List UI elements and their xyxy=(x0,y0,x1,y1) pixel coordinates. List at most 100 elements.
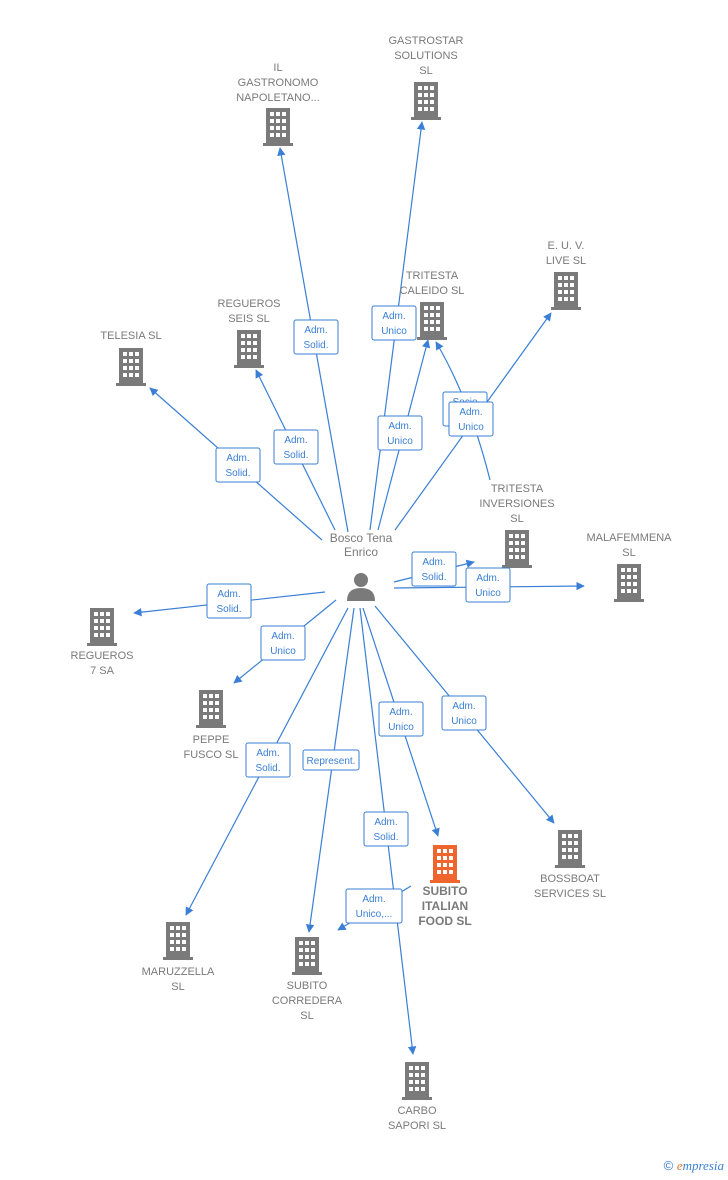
node-euv-live[interactable]: E. U. V. LIVE SL xyxy=(546,240,586,310)
relation-box[interactable] xyxy=(260,625,306,661)
node-carbo-sapori[interactable]: CARBO SAPORI SL xyxy=(388,1062,446,1132)
relation-label-carbo-sapori[interactable]: Adm. Solid. xyxy=(363,811,409,847)
node-label-euv-live: LIVE SL xyxy=(546,255,586,267)
relation-label-regueros-7[interactable]: Adm.Solid. xyxy=(206,583,252,619)
relation-label-il-gastronomo[interactable]: Adm. Solid. xyxy=(293,319,339,355)
node-label-regueros-7: 7 SA xyxy=(90,665,115,677)
relation-label-text: Adm. xyxy=(452,701,475,712)
building-icon xyxy=(263,108,293,146)
node-label-subito-corredera: CORREDERA xyxy=(272,995,343,1007)
relation-label-tritesta-caleido[interactable]: Adm. Unico xyxy=(377,415,423,451)
relation-label-malafemmena[interactable]: Adm.Unico xyxy=(465,567,511,603)
node-label-regueros-seis: SEIS SL xyxy=(228,313,270,325)
relation-label-telesia[interactable]: Adm. Solid. xyxy=(215,447,261,483)
relation-label-text: Solid. xyxy=(225,468,250,479)
building-icon xyxy=(411,82,441,120)
relation-label-text: Adm. xyxy=(284,435,307,446)
relation-label-text: Adm. xyxy=(388,421,411,432)
relation-box[interactable] xyxy=(371,305,417,341)
relation-label-text: Adm. xyxy=(256,748,279,759)
node-label-malafemmena: MALAFEMMENA xyxy=(587,532,673,544)
node-peppe-fusco[interactable]: PEPPE FUSCO SL xyxy=(183,690,239,761)
relation-label-maruzzella[interactable]: Adm. Solid. xyxy=(245,742,291,778)
relation-label-peppe-fusco[interactable]: Adm.Unico xyxy=(260,625,306,661)
relation-label-gastrostar[interactable]: Adm.Unico xyxy=(371,305,417,341)
relation-label-subito-corredera[interactable]: Adm.Unico,... xyxy=(345,888,403,924)
relation-box[interactable] xyxy=(215,447,261,483)
building-icon xyxy=(163,922,193,960)
relation-label-text: Unico xyxy=(475,588,501,599)
relation-label-regueros-seis[interactable]: Adm.Solid. xyxy=(273,429,319,465)
relation-label-text: Adm. xyxy=(226,453,249,464)
node-label-tritesta-inversiones: TRITESTA xyxy=(491,483,544,495)
node-telesia[interactable]: TELESIA SL xyxy=(100,330,162,386)
node-label-tritesta-caleido: TRITESTA xyxy=(406,270,459,282)
relation-label-text: Adm. xyxy=(389,707,412,718)
relation-box[interactable] xyxy=(245,742,291,778)
node-malafemmena[interactable]: MALAFEMMENA SL xyxy=(587,532,673,602)
building-icon xyxy=(234,330,264,368)
relation-box[interactable] xyxy=(345,888,403,924)
relation-box[interactable] xyxy=(448,401,494,437)
node-label-carbo-sapori: SAPORI SL xyxy=(388,1120,446,1132)
node-label-peppe-fusco: PEPPE xyxy=(193,734,230,746)
node-label-gastrostar: SL xyxy=(419,65,432,77)
node-gastrostar[interactable]: GASTROSTAR SOLUTIONS SL xyxy=(389,35,464,120)
relation-box[interactable] xyxy=(273,429,319,465)
building-icon xyxy=(116,348,146,386)
relation-label-tritesta-inversiones[interactable]: Adm.Solid. xyxy=(411,551,457,587)
relation-box[interactable] xyxy=(411,551,457,587)
relation-label-text: Solid. xyxy=(303,340,328,351)
building-icon xyxy=(614,564,644,602)
building-icon xyxy=(555,830,585,868)
node-il-gastronomo[interactable]: ILGASTRONOMONAPOLETANO... xyxy=(236,62,320,146)
building-icon xyxy=(430,845,460,883)
node-label-il-gastronomo: NAPOLETANO... xyxy=(236,92,320,104)
relation-box[interactable] xyxy=(206,583,252,619)
relation-label-text: Unico xyxy=(387,436,413,447)
building-icon xyxy=(551,272,581,310)
node-label-gastrostar: SOLUTIONS xyxy=(394,50,458,62)
relation-box[interactable] xyxy=(465,567,511,603)
node-label-gastrostar: GASTROSTAR xyxy=(389,35,464,47)
relation-label-text: Solid. xyxy=(373,832,398,843)
relation-label-text: Adm. xyxy=(374,817,397,828)
brand-logo-initial: e xyxy=(676,1158,683,1173)
relation-label-text: Solid. xyxy=(255,763,280,774)
footer-credit: © empresia xyxy=(664,1158,724,1174)
relation-label-text: Adm. xyxy=(304,325,327,336)
relation-label-text: Unico xyxy=(270,646,296,657)
building-icon xyxy=(502,530,532,568)
node-label-malafemmena: SL xyxy=(622,547,635,559)
building-icon xyxy=(292,937,322,975)
relation-label-subito-italian[interactable]: Adm.Unico xyxy=(378,701,424,737)
relation-box[interactable] xyxy=(302,749,360,771)
node-label-euv-live: E. U. V. xyxy=(548,240,585,252)
relation-label-subito-corredera[interactable]: Represent. xyxy=(302,749,360,771)
relation-label-text: Adm. xyxy=(217,589,240,600)
relation-box[interactable] xyxy=(293,319,339,355)
relation-box[interactable] xyxy=(363,811,409,847)
person-name: Bosco Tena xyxy=(330,531,393,545)
relation-label-text: Unico xyxy=(458,422,484,433)
node-label-telesia: TELESIA SL xyxy=(100,330,161,342)
relation-label-tritesta-caleido[interactable]: Adm.Unico xyxy=(448,401,494,437)
node-label-maruzzella: MARUZZELLA xyxy=(142,966,215,978)
relation-label-bossboat[interactable]: Adm.Unico xyxy=(441,695,487,731)
node-label-peppe-fusco: FUSCO SL xyxy=(183,749,238,761)
node-label-subito-italian: ITALIAN xyxy=(422,899,468,913)
relation-label-text: Solid. xyxy=(421,572,446,583)
relation-box[interactable] xyxy=(377,415,423,451)
relation-box[interactable] xyxy=(441,695,487,731)
node-label-carbo-sapori: CARBO xyxy=(397,1105,437,1117)
relation-box[interactable] xyxy=(378,701,424,737)
